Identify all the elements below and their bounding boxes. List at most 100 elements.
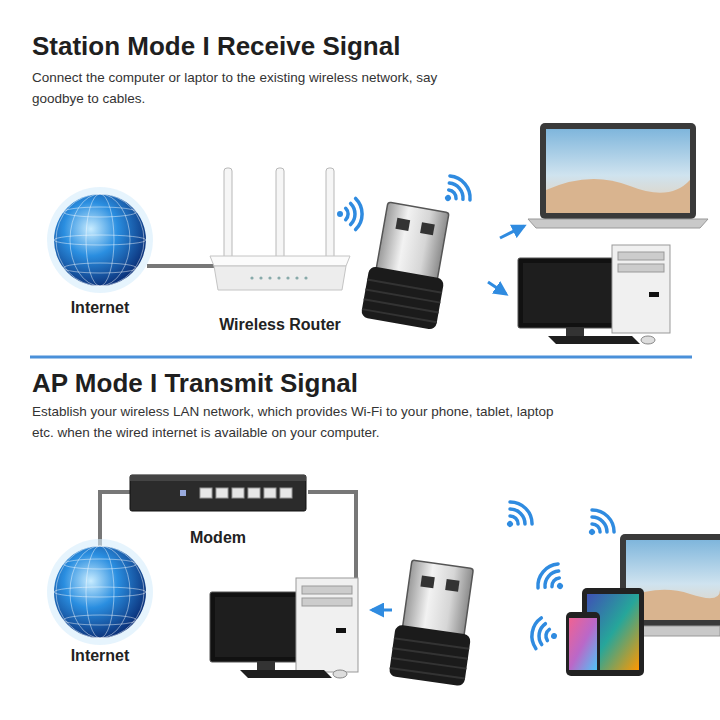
desktop-computer <box>296 578 358 672</box>
modem-port <box>232 488 244 498</box>
section-heading: Station Mode I Receive Signal <box>32 30 400 63</box>
section-heading: AP Mode I Transmit Signal <box>32 367 358 400</box>
wifi-symbol <box>436 172 475 212</box>
network-cable <box>100 492 130 546</box>
usb-wifi-adapter <box>389 559 481 686</box>
wifi-symbol <box>337 198 362 229</box>
phone <box>566 612 600 676</box>
usb-wifi-adapter <box>361 201 456 330</box>
network-cable <box>308 492 356 578</box>
flow-arrow <box>372 610 392 611</box>
globe-icon <box>47 539 153 645</box>
router-icon <box>210 168 350 290</box>
globe-meridian <box>86 546 114 638</box>
router-led <box>277 276 280 279</box>
globe-parallel <box>64 263 137 273</box>
flow-arrow <box>488 282 506 294</box>
modem-led <box>180 490 186 496</box>
wifi-symbol <box>436 172 475 212</box>
globe-glow <box>47 187 153 293</box>
phone <box>569 618 597 670</box>
laptop <box>528 123 708 228</box>
globe-parallel <box>64 615 137 625</box>
wifi-symbol <box>533 560 572 600</box>
wifi-symbol <box>579 505 619 545</box>
desktop-computer <box>336 628 346 633</box>
wifi-symbol <box>530 617 560 652</box>
desktop-computer <box>612 245 670 333</box>
desktop-computer <box>333 670 347 678</box>
router-led <box>250 276 253 279</box>
wifi-symbol <box>337 198 362 229</box>
modem-port <box>200 488 212 498</box>
desktop-computer <box>566 328 584 336</box>
network-cable <box>147 264 214 268</box>
router-led <box>286 276 289 279</box>
desktop-computer <box>641 336 655 344</box>
globe-sphere <box>54 546 146 638</box>
section-description: Connect the computer or laptor to the ex… <box>32 67 492 109</box>
desktop-computer <box>618 252 664 260</box>
phone <box>566 612 600 676</box>
flow-arrow <box>372 609 392 612</box>
router-top <box>210 256 350 266</box>
desktop-computer <box>523 263 627 323</box>
desktop-computer <box>518 245 670 344</box>
globe-sphere <box>54 194 146 286</box>
desktop-computer <box>548 336 640 344</box>
wifi-symbol <box>497 497 537 537</box>
node-label: Internet <box>67 298 134 318</box>
globe-icon <box>47 187 153 293</box>
globe-parallel <box>54 235 146 245</box>
desktop-computer <box>210 578 358 678</box>
router-antenna <box>224 168 232 260</box>
node-label: Modem <box>186 528 250 548</box>
node-label: Internet <box>67 646 134 666</box>
wifi-symbol <box>533 560 572 600</box>
globe-parallel <box>64 207 137 217</box>
wifi-symbol <box>579 505 619 545</box>
desktop-computer <box>618 264 664 272</box>
modem: Modem <box>128 470 308 548</box>
laptop <box>540 123 696 219</box>
globe-meridian <box>86 194 114 286</box>
router-front <box>214 266 346 290</box>
router-led <box>304 276 307 279</box>
globe-meridian <box>56 546 144 638</box>
desktop-computer <box>257 662 275 670</box>
wireless-router: Wireless Router <box>200 160 360 335</box>
wireless-router-shape <box>200 160 360 335</box>
modem-top <box>130 475 306 481</box>
modem-port <box>248 488 260 498</box>
modem-body <box>130 475 306 511</box>
router-led <box>259 276 262 279</box>
modem-icon <box>130 475 306 511</box>
desktop-computer <box>240 670 332 678</box>
desktop-computer <box>302 586 352 594</box>
wifi-symbol <box>497 497 537 537</box>
globe-glow <box>47 539 153 645</box>
globe-parallel <box>64 559 137 569</box>
flow-arrow <box>500 226 524 238</box>
section-divider <box>30 356 692 359</box>
wifi-symbol <box>530 617 560 652</box>
node-label: Wireless Router <box>215 315 345 335</box>
router-led <box>295 276 298 279</box>
laptop <box>546 129 690 213</box>
globe-parallel <box>54 587 146 597</box>
modem-port <box>280 488 292 498</box>
modem-port <box>264 488 276 498</box>
laptop <box>528 219 708 228</box>
desktop-computer <box>302 598 352 606</box>
desktop-computer <box>649 292 659 297</box>
router-led <box>268 276 271 279</box>
router-antenna <box>276 168 284 260</box>
router-antenna <box>326 168 334 260</box>
laptop <box>546 179 690 213</box>
usb-wifi-adapter <box>389 559 481 686</box>
internet-globe: Internet <box>45 190 155 318</box>
modem-port <box>216 488 228 498</box>
internet-globe: Internet <box>45 540 155 666</box>
